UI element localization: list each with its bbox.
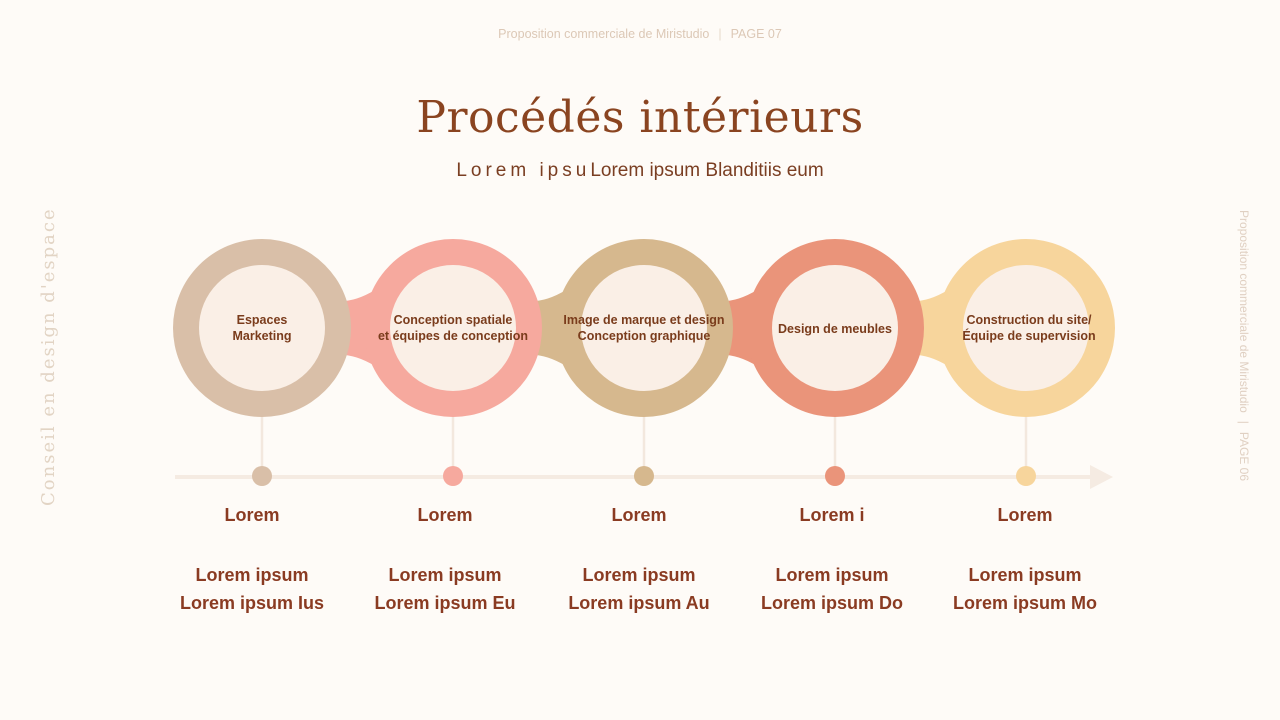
step-2-label: Conception spatiale et équipes de concep… xyxy=(377,313,529,343)
step-5-dot xyxy=(1016,466,1036,486)
step-2-dot xyxy=(443,466,463,486)
subtitle-spaced: Lorem ipsu xyxy=(456,160,591,181)
step-3-dot xyxy=(634,466,654,486)
step-5-title: Lorem xyxy=(997,505,1053,525)
step-4-title: Lorem i xyxy=(799,505,865,525)
step-4-description: Lorem ipsum Lorem ipsum Do xyxy=(760,565,903,613)
subtitle-rest: Lorem ipsum Blanditiis eum xyxy=(590,160,824,181)
step-4-label: Design de meubles xyxy=(778,322,892,336)
step-5-label: Construction du site/ Équipe de supervis… xyxy=(962,313,1096,343)
step-1-description: Lorem ipsum Lorem ipsum Ius xyxy=(179,565,325,613)
step-3-title: Lorem xyxy=(611,505,667,525)
page-header: Proposition commerciale de Miristudio | PA… xyxy=(0,27,1280,41)
page-title: Procédés intérieurs xyxy=(416,92,864,143)
step-5-description: Lorem ipsum Lorem ipsum Mo xyxy=(952,565,1097,613)
step-1-dot xyxy=(252,466,272,486)
step-4-dot xyxy=(825,466,845,486)
step-1-title: Lorem xyxy=(224,505,280,525)
step-2-description: Lorem ipsum Lorem ipsum Eu xyxy=(374,565,516,613)
step-3-description: Lorem ipsum Lorem ipsum Au xyxy=(568,565,710,613)
page-subtitle: Lorem ipsuLorem ipsum Blanditiis eum xyxy=(0,160,1280,182)
step-1-label: Espaces Marketing xyxy=(232,313,292,343)
step-2-title: Lorem xyxy=(417,505,473,525)
header-company: Proposition commerciale de Miristudio xyxy=(498,27,710,41)
timeline-arrow-icon xyxy=(1090,465,1113,489)
inner-circles xyxy=(199,265,1089,391)
header-page-number: PAGE 07 xyxy=(730,27,782,41)
step-3-label: Image de marque et design Conception gra… xyxy=(563,313,725,343)
header-separator: | xyxy=(718,27,722,41)
